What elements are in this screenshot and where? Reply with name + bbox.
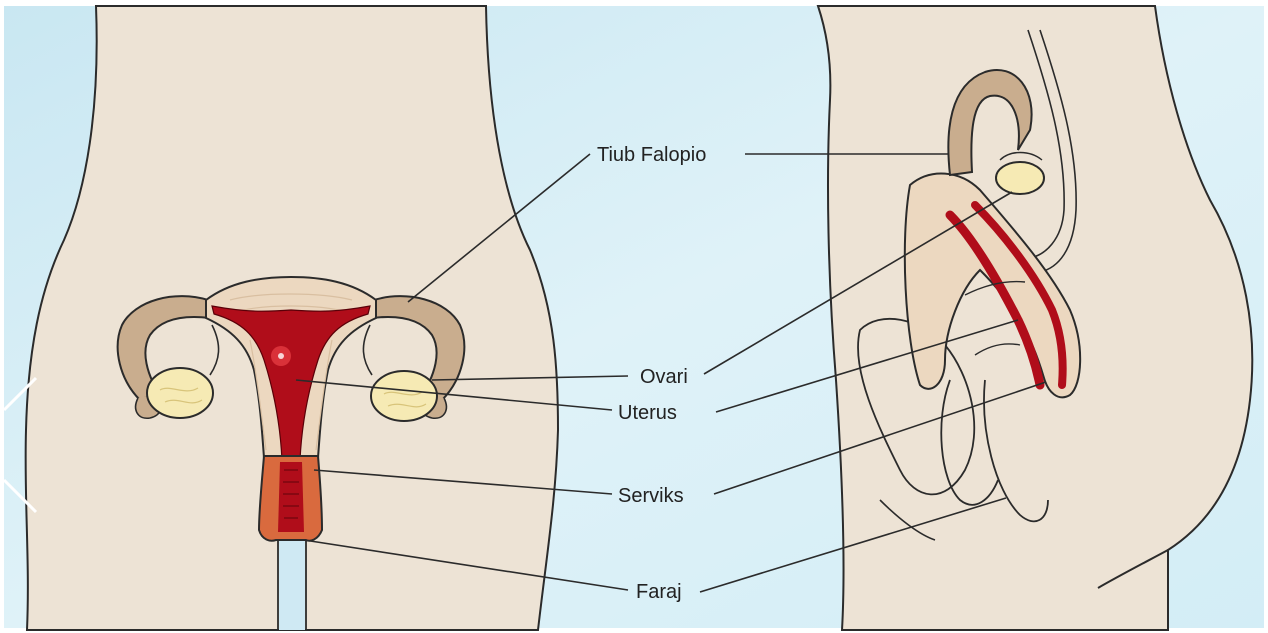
label-tiub-falopio: Tiub Falopio <box>597 144 706 166</box>
right-ovary <box>371 371 437 421</box>
label-serviks: Serviks <box>618 485 684 507</box>
side-ovary <box>996 162 1044 194</box>
label-uterus: Uterus <box>618 402 677 424</box>
label-faraj: Faraj <box>636 581 682 603</box>
left-ovary <box>147 368 213 418</box>
label-ovari: Ovari <box>640 366 688 388</box>
leg-gap <box>279 540 305 630</box>
